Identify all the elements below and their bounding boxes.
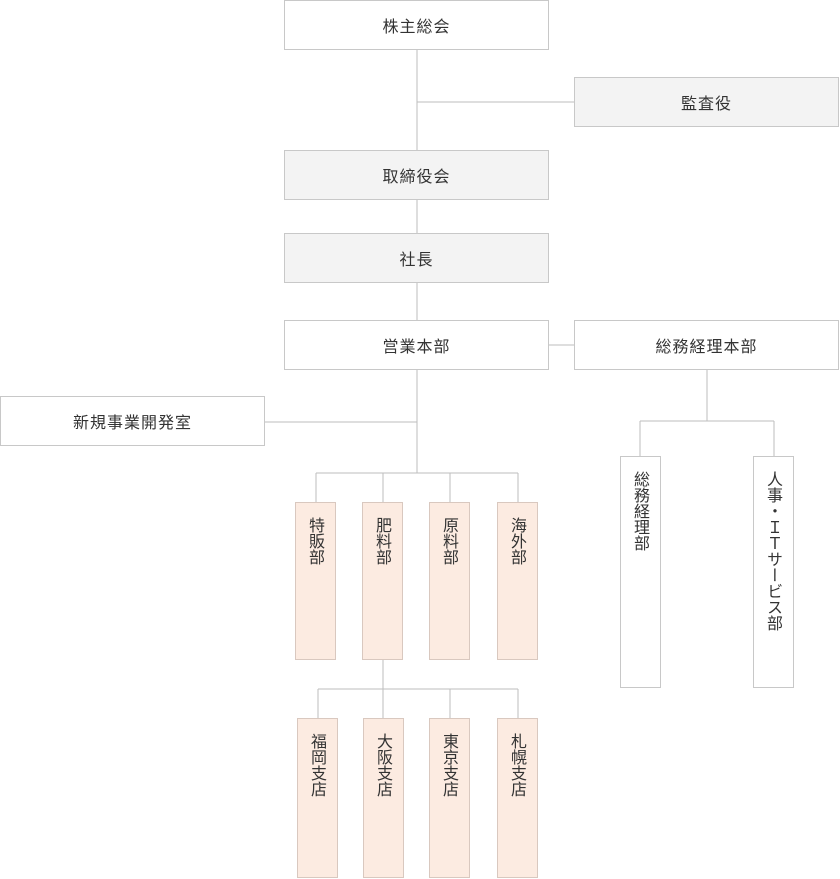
- president-label: 社長: [399, 250, 434, 269]
- branch-tokyo-label: 東京支店: [440, 733, 459, 797]
- shareholders-box: 株主総会: [284, 0, 549, 50]
- branch-fukuoka-label: 福岡支店: [308, 733, 327, 797]
- branch-tokyo: 東京支店: [429, 718, 470, 878]
- board-box: 取締役会: [284, 150, 549, 200]
- branch-fukuoka: 福岡支店: [297, 718, 338, 878]
- dept-general-affairs: 総務経理部: [620, 456, 661, 688]
- branch-sapporo-label: 札幌支店: [508, 733, 527, 797]
- dept-special-sales: 特販部: [295, 502, 336, 660]
- dept-raw-material: 原料部: [429, 502, 470, 660]
- auditor-box: 監査役: [574, 77, 839, 127]
- branch-osaka: 大阪支店: [363, 718, 404, 878]
- branch-sapporo: 札幌支店: [497, 718, 538, 878]
- dept-special-sales-label: 特販部: [306, 517, 325, 565]
- dept-general-affairs-label: 総務経理部: [631, 471, 650, 551]
- sales-hq-label: 営業本部: [382, 337, 451, 356]
- dept-fertilizer: 肥料部: [362, 502, 403, 660]
- dept-hr-it-label: 人事・ＩＴサービス部: [764, 471, 783, 631]
- dept-fertilizer-label: 肥料部: [373, 517, 392, 565]
- sales-hq-box: 営業本部: [284, 320, 549, 370]
- admin-hq-label: 総務経理本部: [655, 337, 758, 356]
- dept-hr-it: 人事・ＩＴサービス部: [753, 456, 794, 688]
- board-label: 取締役会: [382, 167, 451, 186]
- admin-hq-box: 総務経理本部: [574, 320, 839, 370]
- dept-overseas: 海外部: [497, 502, 538, 660]
- president-box: 社長: [284, 233, 549, 283]
- branch-osaka-label: 大阪支店: [374, 733, 393, 797]
- dept-raw-material-label: 原料部: [440, 517, 459, 565]
- dept-overseas-label: 海外部: [508, 517, 527, 565]
- new-business-box: 新規事業開発室: [0, 396, 265, 446]
- shareholders-label: 株主総会: [382, 17, 451, 36]
- auditor-label: 監査役: [680, 94, 732, 113]
- new-business-label: 新規事業開発室: [72, 413, 192, 432]
